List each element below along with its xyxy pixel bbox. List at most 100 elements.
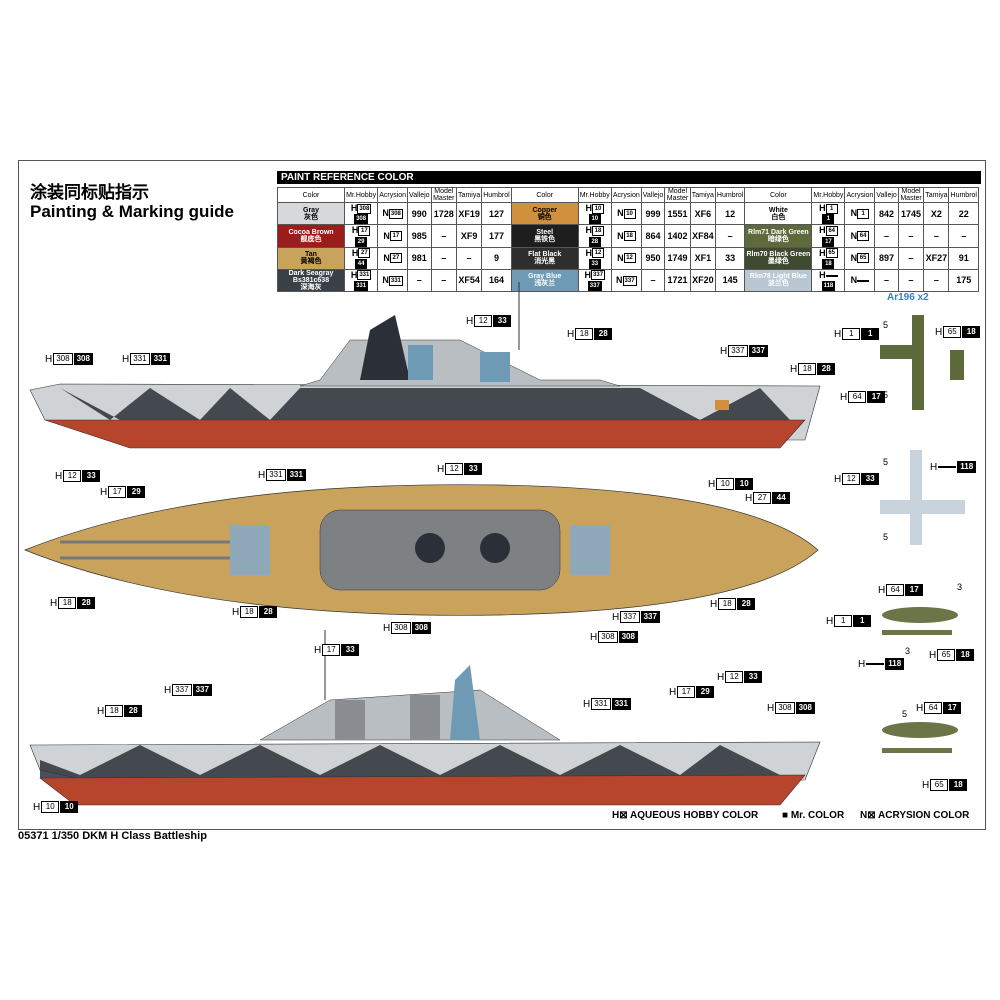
decal-number: 3 [905,646,911,656]
decal-number: 5 [883,390,889,400]
page-frame [18,160,986,830]
legend-mr-color: ■ Mr. COLOR [782,810,845,821]
decal-number: 5 [902,709,908,719]
humbrol-cell: 175 [948,268,979,293]
tamiya-cell: – [923,268,950,293]
humbrol-cell: 164 [481,268,512,293]
model-master-cell: 1721 [664,268,691,293]
paint-table-title: PAINT REFERENCE COLOR [277,171,981,184]
title-english: Painting & Marking guide [30,202,235,221]
title-chinese: 涂装同标贴指示 [30,183,149,202]
ship-deck-view [24,484,819,616]
footer-product: 05371 1/350 DKM H Class Battleship [18,830,207,842]
mr-hobby-cell: H118 [811,268,846,293]
aircraft-label: Ar196 x2 [887,292,929,303]
legend-aqueous: H⊠ AQUEOUS HOBBY COLOR [612,810,759,821]
decal-number: 5 [883,532,889,542]
header-cell: Model Master [430,187,458,203]
legend-acrysion: N⊠ ACRYSION COLOR [860,810,970,821]
legend-acrysion-label: ACRYSION COLOR [878,810,970,821]
aircraft-views [880,315,965,753]
legend-aqueous-label: AQUEOUS HOBBY COLOR [630,810,759,821]
humbrol-cell: 145 [714,268,746,293]
decal-number: 5 [883,320,889,330]
decal-number: 3 [957,582,963,592]
humbrol-cell: 177 [481,224,512,248]
header-cell: Acrysion [844,187,876,203]
acrysion-cell: N [844,268,876,293]
ship-side-view-bottom [29,630,821,806]
ship-side-view-top [29,282,821,449]
header-cell: Humbrol [481,187,512,203]
legend-mr-label: Mr. COLOR [790,810,845,821]
